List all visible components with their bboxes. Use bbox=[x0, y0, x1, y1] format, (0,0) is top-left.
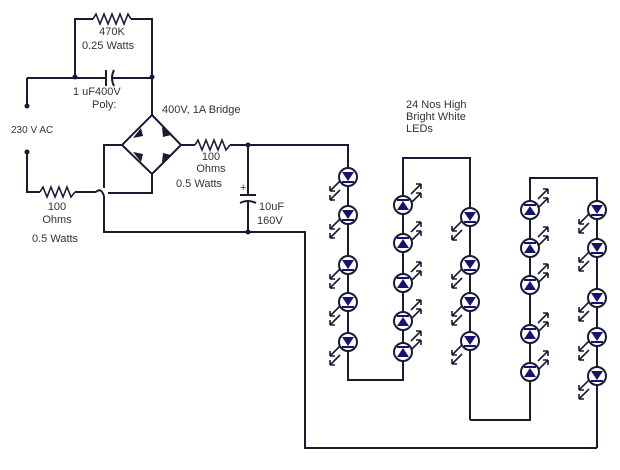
resistor-output-100 bbox=[181, 137, 349, 172]
label-rout-value: 100 bbox=[201, 151, 221, 163]
capacitor-1uf bbox=[24, 69, 155, 155]
light-emission-arrows-icon bbox=[329, 218, 341, 239]
light-emission-arrows-icon bbox=[537, 226, 549, 247]
led bbox=[393, 183, 422, 215]
light-emission-arrows-icon bbox=[410, 183, 422, 204]
label-led-note-3: LEDs bbox=[406, 123, 433, 135]
resistor-470k bbox=[74, 11, 153, 75]
label-470k-power: 0.25 Watts bbox=[82, 40, 135, 52]
label-rout-unit: Ohms bbox=[196, 163, 226, 175]
led bbox=[451, 255, 480, 289]
led bbox=[393, 221, 422, 253]
light-emission-arrows-icon bbox=[578, 379, 590, 400]
light-emission-arrows-icon bbox=[451, 220, 463, 241]
light-emission-arrows-icon bbox=[578, 213, 590, 234]
svg-text:+: + bbox=[240, 182, 246, 194]
light-emission-arrows-icon bbox=[578, 301, 590, 322]
light-emission-arrows-icon bbox=[410, 261, 422, 282]
label-led-note-2: Bright White bbox=[406, 111, 466, 123]
bridge-rectifier bbox=[103, 113, 183, 194]
label-cap-type: Poly: bbox=[92, 99, 117, 111]
light-emission-arrows-icon bbox=[410, 299, 422, 320]
light-emission-arrows-icon bbox=[410, 221, 422, 242]
capacitor-10uf: + bbox=[239, 145, 597, 449]
label-rin-value: 100 bbox=[47, 201, 67, 213]
led bbox=[520, 226, 549, 258]
led bbox=[578, 200, 607, 234]
light-emission-arrows-icon bbox=[537, 312, 549, 333]
led bbox=[393, 330, 422, 362]
label-ac-source: 230 V AC bbox=[11, 125, 54, 136]
label-cap-1uf: 1 uF400V bbox=[73, 86, 121, 98]
light-emission-arrows-icon bbox=[537, 263, 549, 284]
led bbox=[329, 332, 358, 366]
label-rout-power: 0.5 Watts bbox=[176, 178, 223, 190]
light-emission-arrows-icon bbox=[329, 345, 341, 366]
led bbox=[578, 366, 607, 400]
light-emission-arrows-icon bbox=[410, 330, 422, 351]
label-470k: 470K bbox=[99, 26, 125, 38]
label-rin-unit: Ohms bbox=[42, 214, 72, 226]
label-bridge: 400V, 1A Bridge bbox=[162, 104, 241, 116]
label-rin-power: 0.5 Watts bbox=[32, 233, 79, 245]
light-emission-arrows-icon bbox=[578, 251, 590, 272]
light-emission-arrows-icon bbox=[451, 305, 463, 326]
led bbox=[329, 205, 358, 239]
resistor-input-100 bbox=[26, 152, 248, 233]
light-emission-arrows-icon bbox=[537, 350, 549, 371]
light-emission-arrows-icon bbox=[329, 305, 341, 326]
label-led-note-1: 24 Nos High bbox=[406, 99, 467, 111]
led bbox=[578, 327, 607, 361]
ac-terminal-top bbox=[24, 103, 30, 109]
led bbox=[520, 312, 549, 344]
led bbox=[329, 167, 358, 201]
led bbox=[393, 261, 422, 293]
led bbox=[578, 238, 607, 272]
led bbox=[520, 188, 549, 220]
light-emission-arrows-icon bbox=[578, 340, 590, 361]
led bbox=[451, 292, 480, 326]
led bbox=[451, 207, 480, 241]
light-emission-arrows-icon bbox=[451, 344, 463, 365]
light-emission-arrows-icon bbox=[537, 188, 549, 209]
light-emission-arrows-icon bbox=[329, 268, 341, 289]
led-array bbox=[329, 167, 607, 400]
label-cap-10uf: 10uF bbox=[259, 201, 285, 213]
light-emission-arrows-icon bbox=[451, 268, 463, 289]
led bbox=[393, 299, 422, 331]
led bbox=[520, 263, 549, 295]
led bbox=[578, 288, 607, 322]
led bbox=[451, 331, 480, 365]
label-cap-160v: 160V bbox=[257, 215, 283, 227]
led bbox=[329, 255, 358, 289]
light-emission-arrows-icon bbox=[329, 180, 341, 201]
led bbox=[329, 292, 358, 326]
led bbox=[520, 350, 549, 382]
